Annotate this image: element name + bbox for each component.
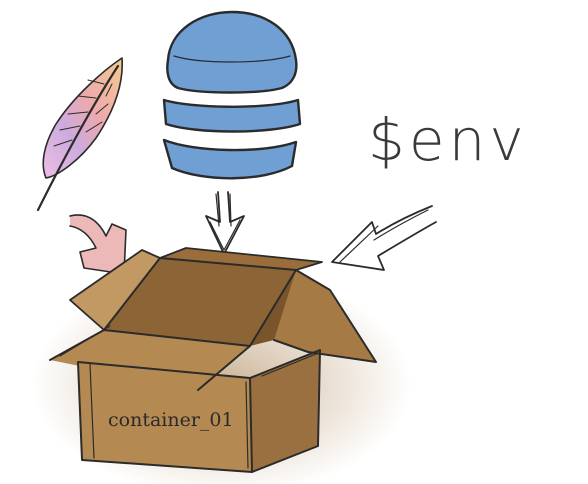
- arrow-env-to-box: [331, 205, 437, 271]
- arrow-database-to-box: [205, 191, 245, 255]
- arrow-feather-to-box: [69, 214, 127, 275]
- database-icon: [162, 10, 302, 180]
- env-variable-label: $env: [368, 106, 528, 174]
- container-label: container_01: [108, 409, 234, 431]
- cardboard-box-icon: [32, 247, 412, 484]
- feather-icon: [36, 57, 123, 212]
